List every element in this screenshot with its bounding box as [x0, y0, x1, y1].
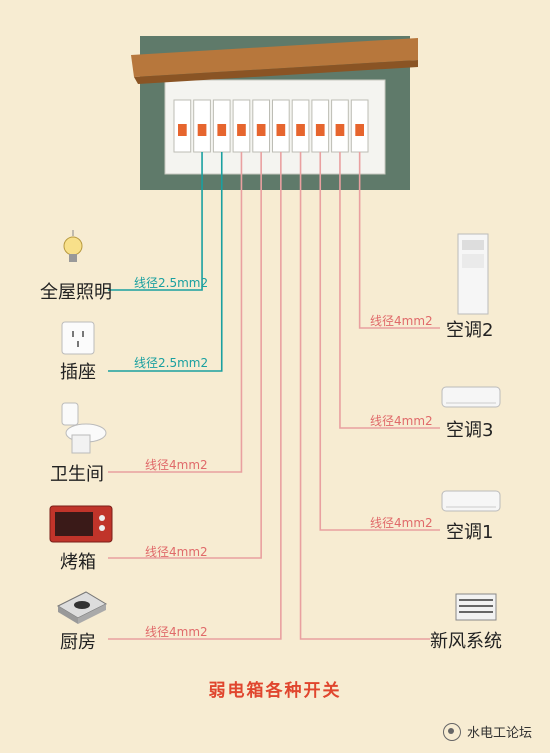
label-ac1: 空调1 [446, 522, 494, 543]
spec-socket: 线径2.5mm2 [134, 356, 209, 370]
spec-ac3: 线径4mm2 [370, 414, 433, 428]
breaker [272, 99, 290, 153]
label-ac3: 空调3 [446, 420, 494, 441]
breaker [232, 99, 251, 153]
breaker [173, 99, 192, 153]
wires [108, 152, 440, 640]
breaker [350, 99, 369, 153]
wire-fresh-air [299, 152, 430, 640]
breaker [291, 99, 310, 153]
box-lid [131, 38, 418, 77]
label-ac2: 空调2 [446, 320, 494, 341]
diagram-title: 弱电箱各种开关 [208, 681, 342, 701]
wire-bathroom [108, 152, 243, 473]
wechat-icon [442, 722, 461, 741]
wall-socket-icon [61, 321, 95, 355]
breaker [193, 99, 211, 153]
distribution-box [131, 36, 418, 190]
label-bathroom: 卫生间 [50, 464, 104, 485]
light-bulb-icon [63, 230, 83, 262]
spec-oven: 线径4mm2 [145, 545, 208, 559]
label-whole-house-lighting: 全屋照明 [40, 282, 112, 303]
floor-ac-icon [457, 233, 489, 315]
wire-ac1 [319, 152, 440, 531]
wire-socket [108, 152, 223, 372]
breaker [311, 99, 330, 153]
spec-ac1: 线径4mm2 [370, 516, 433, 530]
wall-ac-icon [441, 386, 501, 408]
spec-lighting: 线径2.5mm2 [134, 276, 209, 290]
ventilation-icon [455, 593, 497, 621]
oven-icon [49, 505, 113, 543]
breaker [331, 99, 349, 153]
label-fresh-air-system: 新风系统 [430, 631, 502, 652]
toilet-icon [61, 402, 107, 454]
wire-ac2 [358, 152, 440, 329]
spec-ac2: 线径4mm2 [370, 314, 433, 328]
stove-icon [56, 591, 108, 624]
spec-bathroom: 线径4mm2 [145, 458, 208, 472]
label-socket: 插座 [60, 362, 96, 383]
breaker-row [173, 99, 369, 153]
breaker [212, 99, 231, 153]
watermark-text: 水电工论坛 [466, 726, 532, 741]
label-kitchen: 厨房 [60, 632, 96, 653]
wire-ac3 [339, 152, 440, 429]
wire-kitchen [108, 152, 282, 640]
wall-ac-icon [441, 490, 501, 512]
label-oven: 烤箱 [60, 552, 96, 573]
breaker [252, 99, 271, 153]
spec-kitchen: 线径4mm2 [145, 625, 208, 639]
wire-lighting [108, 152, 203, 291]
watermark: 水电工论坛 [442, 722, 532, 741]
wire-oven [108, 152, 262, 559]
